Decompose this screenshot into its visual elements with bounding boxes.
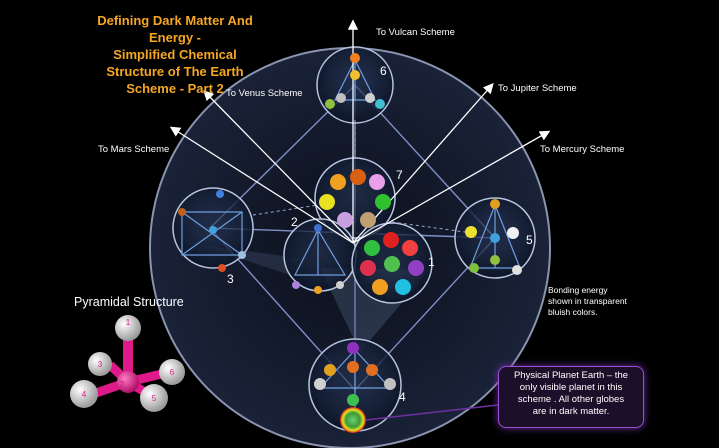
pyramid-atom-1: 1 <box>126 318 131 327</box>
label-mars-scheme: To Mars Scheme <box>98 144 170 155</box>
title-line-3: Simplified Chemical <box>113 47 237 62</box>
dashed-links <box>252 120 466 233</box>
arrow-venus <box>203 90 354 244</box>
earth-note-box: Physical Planet Earth – the only visible… <box>498 366 644 428</box>
bonding-note-line-3: bluish colors. <box>548 307 598 317</box>
atoms-globe-4 <box>314 342 396 406</box>
title-line-2: Energy - <box>148 30 201 45</box>
arrow-mars <box>169 126 354 244</box>
earth-note-line-4: are in dark matter. <box>532 406 610 417</box>
arrow-jupiter <box>352 83 494 244</box>
globe-number-2: 2 <box>291 215 298 229</box>
arrow-mercury <box>352 130 551 244</box>
atoms-globe-5 <box>465 199 522 275</box>
atoms-globe-7 <box>319 169 391 228</box>
label-venus-scheme: To Venus Scheme <box>226 88 303 99</box>
pyramid-atom-4: 4 <box>82 390 87 399</box>
earth-note-line-1: Physical Planet Earth – the <box>513 370 629 381</box>
globe-number-1: 1 <box>428 255 435 269</box>
atoms-globe-2 <box>292 224 344 294</box>
atoms-globe-1 <box>360 232 424 295</box>
label-mercury-scheme: To Mercury Scheme <box>540 144 625 155</box>
bonding-energy-note: Bonding energy shown in transparent blui… <box>548 285 627 318</box>
earth-note-line-2: only visible planet in this <box>519 382 623 393</box>
pyramid-atom-3: 3 <box>98 360 103 369</box>
pyramid-atom-6: 6 <box>170 368 175 377</box>
pyramid-atom-labels: 1 4 3 6 5 2 <box>82 318 175 403</box>
earth-planet <box>340 407 366 433</box>
globe-number-5: 5 <box>526 233 533 247</box>
pyramid-atom-5: 5 <box>152 394 157 403</box>
globe-number-6: 6 <box>380 64 387 78</box>
pyramid-atom-2: 2 <box>120 380 125 389</box>
bonding-note-line-1: Bonding energy <box>548 285 608 295</box>
pyramid-structure-label: Pyramidal Structure <box>74 295 184 309</box>
diagram-title: Defining Dark Matter And Energy - Simpli… <box>80 12 270 97</box>
globe-number-4: 4 <box>399 390 406 404</box>
label-jupiter-scheme: To Jupiter Scheme <box>498 83 577 94</box>
title-line-4: Structure of The Earth <box>106 64 244 79</box>
atoms-globe-3 <box>178 190 246 272</box>
pyramid-molecule <box>70 315 185 412</box>
title-line-1: Defining Dark Matter And <box>97 13 253 28</box>
title-line-5: Scheme - Part 2 <box>126 81 224 96</box>
scheme-arrows <box>169 19 551 244</box>
globe-number-7: 7 <box>396 168 403 182</box>
earth-pointer <box>365 404 499 421</box>
globe-number-3: 3 <box>227 272 234 286</box>
atoms-globe-6 <box>325 53 385 109</box>
earth-note-line-3: scheme . All other globes <box>517 394 625 405</box>
bonding-note-line-2: shown in transparent <box>548 296 627 306</box>
label-vulcan-scheme: To Vulcan Scheme <box>376 27 455 38</box>
